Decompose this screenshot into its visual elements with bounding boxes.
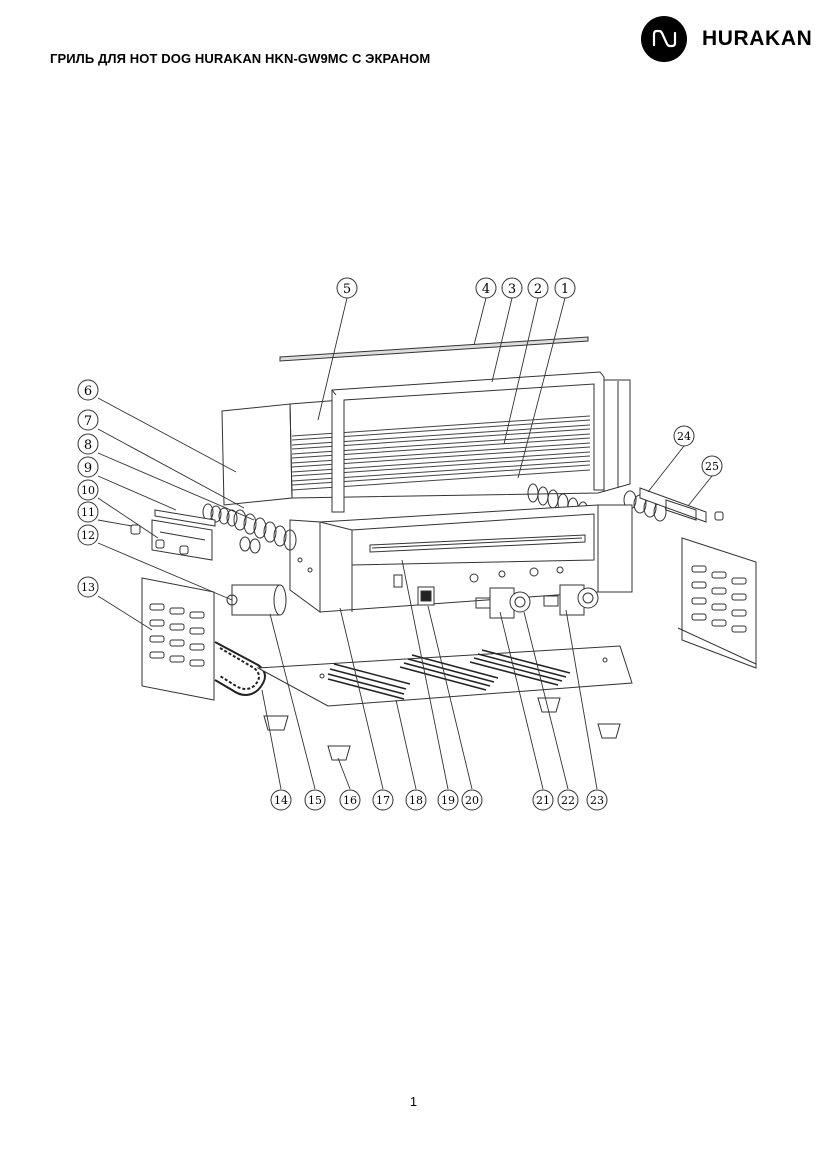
svg-text:10: 10	[81, 484, 95, 497]
callout-18: 18	[405, 789, 427, 811]
callout-5: 5	[336, 277, 358, 299]
document-title: ГРИЛЬ ДЛЯ HOT DOG HURAKAN HKN-GW9MC С ЭК…	[50, 51, 431, 66]
svg-text:8: 8	[84, 438, 92, 453]
small-part-10	[155, 539, 165, 549]
svg-text:11: 11	[81, 506, 95, 519]
callout-4: 4	[475, 277, 497, 299]
callout-14: 14	[270, 789, 292, 811]
callout-2: 2	[527, 277, 549, 299]
page-number: 1	[409, 1094, 418, 1109]
svg-text:1: 1	[561, 282, 569, 297]
left-gears	[202, 503, 297, 554]
drip-tray	[369, 534, 586, 553]
callout-17: 17	[372, 789, 394, 811]
hurakan-logo-icon	[641, 16, 687, 62]
callout-20: 20	[461, 789, 483, 811]
chain	[214, 641, 266, 696]
svg-text:18: 18	[409, 794, 423, 807]
svg-text:2: 2	[534, 282, 542, 297]
callout-12: 12	[77, 524, 99, 546]
svg-text:17: 17	[376, 794, 390, 807]
callout-bubbles: 1 2 3 4 5 6 7 8 9 10 11 12 13 14 15 16 1…	[77, 277, 723, 811]
motor	[226, 584, 287, 616]
svg-text:7: 7	[84, 414, 92, 429]
front-frame	[331, 371, 605, 513]
svg-text:23: 23	[590, 794, 604, 807]
top-rod	[279, 336, 589, 362]
callout-7: 7	[77, 409, 99, 431]
svg-text:22: 22	[561, 794, 575, 807]
svg-text:6: 6	[84, 384, 92, 399]
callout-24: 24	[673, 425, 695, 447]
svg-text:3: 3	[508, 282, 516, 297]
svg-text:19: 19	[441, 794, 455, 807]
svg-text:5: 5	[343, 282, 351, 297]
left-side-panel	[141, 577, 215, 701]
svg-text:24: 24	[677, 430, 691, 443]
brand-name: HURAKAN	[702, 27, 813, 50]
power-switch	[393, 574, 435, 606]
callout-1: 1	[554, 277, 576, 299]
callout-22: 22	[557, 789, 579, 811]
callout-10: 10	[77, 479, 99, 501]
callout-6: 6	[77, 379, 99, 401]
thermostat-right	[543, 584, 599, 616]
svg-text:4: 4	[482, 282, 490, 297]
callout-25: 25	[701, 455, 723, 477]
svg-text:12: 12	[81, 529, 95, 542]
callout-16: 16	[339, 789, 361, 811]
brand: HURAKAN	[641, 16, 816, 62]
svg-text:15: 15	[308, 794, 322, 807]
thermostat-left	[475, 587, 531, 619]
left-bracket	[151, 509, 216, 561]
feet	[263, 697, 621, 761]
svg-text:16: 16	[343, 794, 357, 807]
callout-9: 9	[77, 456, 99, 478]
svg-text:21: 21	[536, 794, 550, 807]
small-part-11	[130, 524, 141, 535]
callout-19: 19	[437, 789, 459, 811]
svg-text:20: 20	[465, 794, 479, 807]
exploded-view-diagram: 1 2 3 4 5 6 7 8 9 10 11 12 13 14 15 16 1…	[77, 277, 757, 811]
callout-23: 23	[586, 789, 608, 811]
leader-lines	[97, 297, 713, 790]
callout-11: 11	[77, 501, 99, 523]
callout-15: 15	[304, 789, 326, 811]
svg-text:25: 25	[705, 460, 719, 473]
callout-8: 8	[77, 433, 99, 455]
front-box	[289, 504, 633, 613]
svg-text:9: 9	[84, 461, 92, 476]
callout-13: 13	[77, 576, 99, 598]
main-housing	[221, 379, 631, 506]
svg-text:13: 13	[81, 581, 95, 594]
callout-3: 3	[501, 277, 523, 299]
right-side-panel	[677, 537, 757, 669]
callout-21: 21	[532, 789, 554, 811]
bottom-plate	[256, 645, 633, 707]
right-bracket	[639, 487, 724, 523]
svg-text:14: 14	[274, 794, 288, 807]
